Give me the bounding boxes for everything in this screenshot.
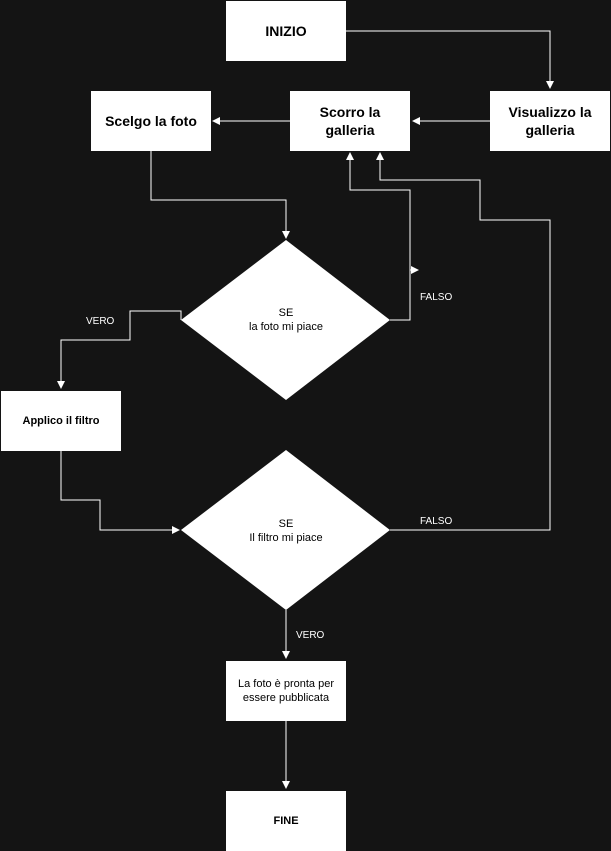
ready-node: La foto è pronta per essere pubblicata bbox=[226, 661, 346, 721]
filter-true-label: VERO bbox=[296, 630, 325, 641]
edge-choose-to-decision bbox=[150, 151, 290, 239]
decision-photo-label: SE la foto mi piace bbox=[249, 307, 323, 333]
end-node: FINE bbox=[226, 791, 346, 851]
decision-photo-diamond bbox=[181, 240, 390, 400]
choose-photo-node: Scelgo la foto bbox=[91, 91, 211, 151]
decision-filter-diamond bbox=[181, 450, 390, 610]
filter-false-label: FALSO bbox=[420, 516, 453, 527]
scroll-gallery-node: Scorro la galleria bbox=[290, 91, 410, 151]
edge-start-to-view bbox=[346, 30, 554, 89]
edge-photo-false-to-scroll bbox=[346, 152, 411, 321]
view-gallery-node: Visualizzo la galleria bbox=[490, 91, 610, 151]
decision-filter-label: SE Il filtro mi piace bbox=[249, 518, 323, 544]
edge-filter-false-to-scroll bbox=[376, 152, 551, 531]
apply-filter-node: Applico il filtro bbox=[1, 391, 121, 451]
photo-false-label: FALSO bbox=[420, 292, 453, 303]
photo-true-label: VERO bbox=[86, 316, 115, 327]
edge-filter-to-decision bbox=[60, 451, 180, 534]
edge-photo-true-to-filter bbox=[57, 310, 182, 389]
start-node: INIZIO bbox=[226, 1, 346, 61]
